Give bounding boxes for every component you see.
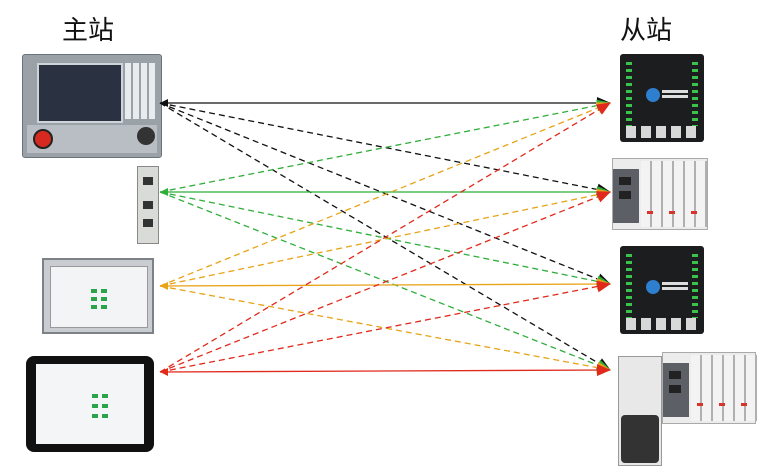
hmi-panel-icon <box>42 258 154 334</box>
connection-red-3-3 <box>159 364 611 377</box>
master-port-arrow-orange <box>160 282 168 290</box>
cnc-controller-icon <box>22 54 162 158</box>
servo-drive-icon <box>137 166 159 244</box>
ethercat-io-module-icon <box>620 54 704 142</box>
servo-motor-icon <box>618 356 662 466</box>
connection-black-0-2 <box>159 102 611 285</box>
connection-orange-2-3 <box>159 285 611 374</box>
connection-orange-2-2 <box>159 278 611 291</box>
connection-red-3-1 <box>159 191 611 373</box>
master-port-arrow-red <box>160 368 168 376</box>
tablet-icon <box>26 356 154 452</box>
connection-orange-2-0 <box>159 102 611 287</box>
slave-label: 从站 <box>620 16 673 46</box>
connection-orange-2-1 <box>159 188 611 287</box>
connection-black-0-3 <box>159 102 611 371</box>
connection-red-3-2 <box>159 280 611 373</box>
connection-black-0-1 <box>159 102 611 196</box>
ethercat-io-module-icon-2 <box>620 246 704 334</box>
connection-lines <box>159 97 611 377</box>
connection-green-1-3 <box>159 191 611 371</box>
master-port-arrow-black <box>160 99 168 107</box>
connection-red-3-0 <box>159 102 611 373</box>
connection-green-1-0 <box>159 99 611 193</box>
master-port-arrow-green <box>160 188 168 196</box>
servo-terminal-rail-icon <box>662 352 757 424</box>
master-label: 主站 <box>62 16 115 46</box>
coupler-terminal-rail-icon <box>612 158 708 230</box>
connection-green-1-2 <box>159 191 611 288</box>
